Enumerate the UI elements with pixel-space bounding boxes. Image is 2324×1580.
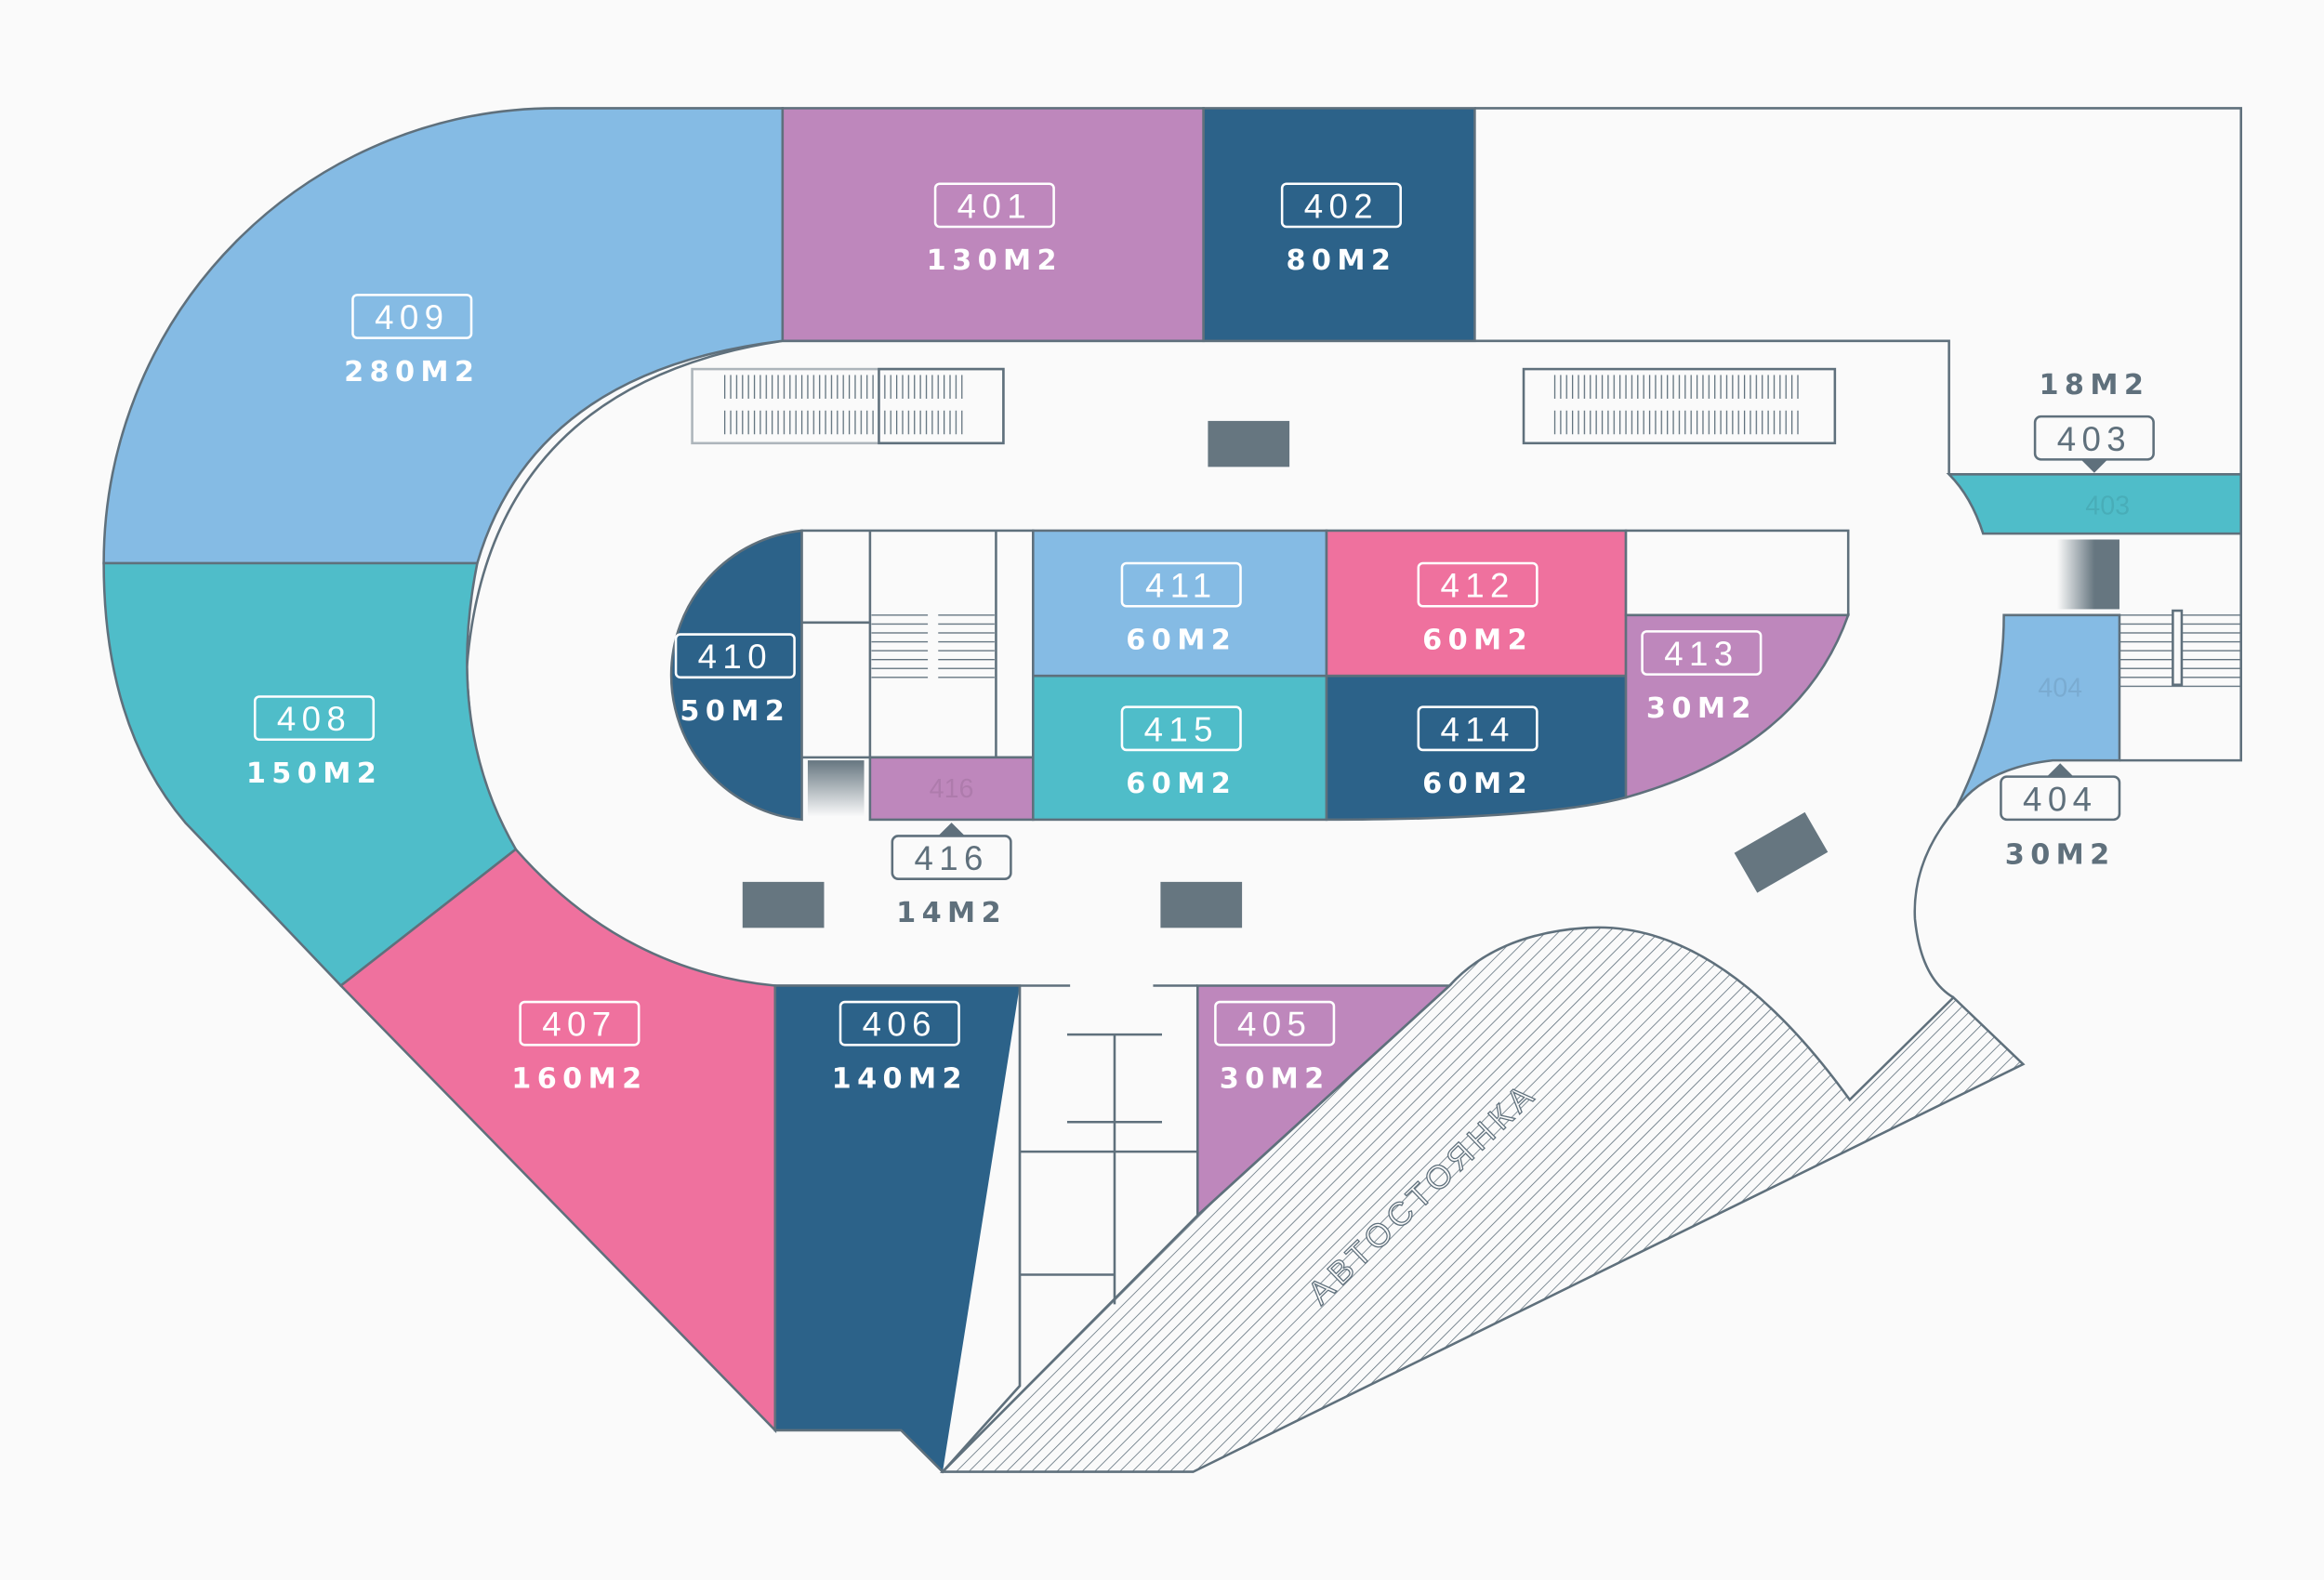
parking-area [939,926,2026,1473]
svg-text:60М2: 60М2 [1126,624,1236,656]
escalator [1522,367,1837,445]
svg-text:60М2: 60М2 [1422,624,1533,656]
svg-text:403: 403 [2085,491,2130,520]
unit-407-label[interactable]: 407 160М2 [511,1000,647,1096]
unit-415-label[interactable]: 415 60М2 [1120,705,1242,800]
unit-412-shape[interactable] [1325,529,1628,678]
unit-405-label[interactable]: 405 30М2 [1214,1000,1336,1096]
unit-407-shape[interactable] [338,848,777,1434]
unit-411-label[interactable]: 411 60М2 [1120,561,1242,656]
svg-text:160М2: 160М2 [511,1063,647,1096]
svg-text:413: 413 [1664,635,1738,673]
unit-414-label[interactable]: 414 60М2 [1417,705,1538,800]
svg-text:50М2: 50М2 [680,695,790,728]
unit-404-shape[interactable] [1955,613,2121,809]
unit-416-label[interactable]: 416 14М2 [891,823,1012,929]
column-block [1208,420,1290,467]
unit-410-label[interactable]: 410 50М2 [674,633,796,728]
svg-text:401: 401 [957,187,1032,225]
svg-text:414: 414 [1440,710,1514,748]
svg-text:410: 410 [698,638,772,676]
svg-text:140М2: 140М2 [832,1063,968,1096]
svg-text:18М2: 18М2 [2039,369,2149,402]
svg-text:405: 405 [1237,1006,1312,1044]
unit-404-label[interactable]: 404 30М2 [2000,763,2121,872]
svg-text:407: 407 [542,1006,616,1044]
svg-text:60М2: 60М2 [1126,768,1236,800]
unit-403-label[interactable]: 18М2 403 [2033,369,2155,473]
svg-text:280М2: 280М2 [344,356,480,388]
unit-401-label[interactable]: 401 130М2 [927,182,1063,277]
svg-text:408: 408 [277,700,351,738]
unit-409-label[interactable]: 409 280М2 [344,294,480,388]
column-block [1734,811,1829,893]
svg-text:404: 404 [2038,674,2082,704]
unit-412-label[interactable]: 412 60М2 [1417,561,1538,656]
svg-text:402: 402 [1304,187,1379,225]
unit-406-label[interactable]: 406 140М2 [832,1000,968,1096]
unit-401-shape[interactable] [781,107,1205,343]
svg-text:80М2: 80М2 [1286,244,1396,277]
svg-text:416: 416 [930,774,974,804]
svg-text:409: 409 [375,298,449,336]
svg-text:60М2: 60М2 [1422,768,1533,800]
svg-text:30М2: 30М2 [2005,839,2116,872]
unit-409-shape[interactable] [102,107,785,565]
column-block [742,881,825,928]
unit-408-label[interactable]: 408 150М2 [246,695,382,790]
unit-411-shape[interactable] [1032,529,1328,678]
svg-text:415: 415 [1144,710,1219,748]
unit-402-label[interactable]: 402 80М2 [1280,182,1402,277]
svg-text:411: 411 [1145,567,1218,605]
unit-410-shape[interactable] [669,529,803,822]
svg-text:416: 416 [914,839,988,877]
unit-403-shape[interactable] [1946,473,2242,535]
unit-413-shape[interactable] [1624,613,1851,799]
unit-413-label[interactable]: 413 30М2 [1641,630,1763,725]
svg-text:130М2: 130М2 [927,244,1063,277]
svg-text:412: 412 [1440,567,1514,605]
svg-text:403: 403 [2057,420,2132,458]
svg-text:150М2: 150М2 [246,757,382,790]
svg-text:406: 406 [863,1006,937,1044]
unit-416-shape[interactable] [868,756,1035,822]
svg-text:30М2: 30М2 [1646,692,1757,725]
svg-text:30М2: 30М2 [1220,1063,1330,1096]
unit-402-shape[interactable] [1202,107,1476,343]
svg-text:404: 404 [2023,780,2097,818]
svg-text:14М2: 14М2 [896,897,1007,929]
column-block [1160,881,1243,928]
unit-414-shape[interactable] [1325,674,1628,822]
